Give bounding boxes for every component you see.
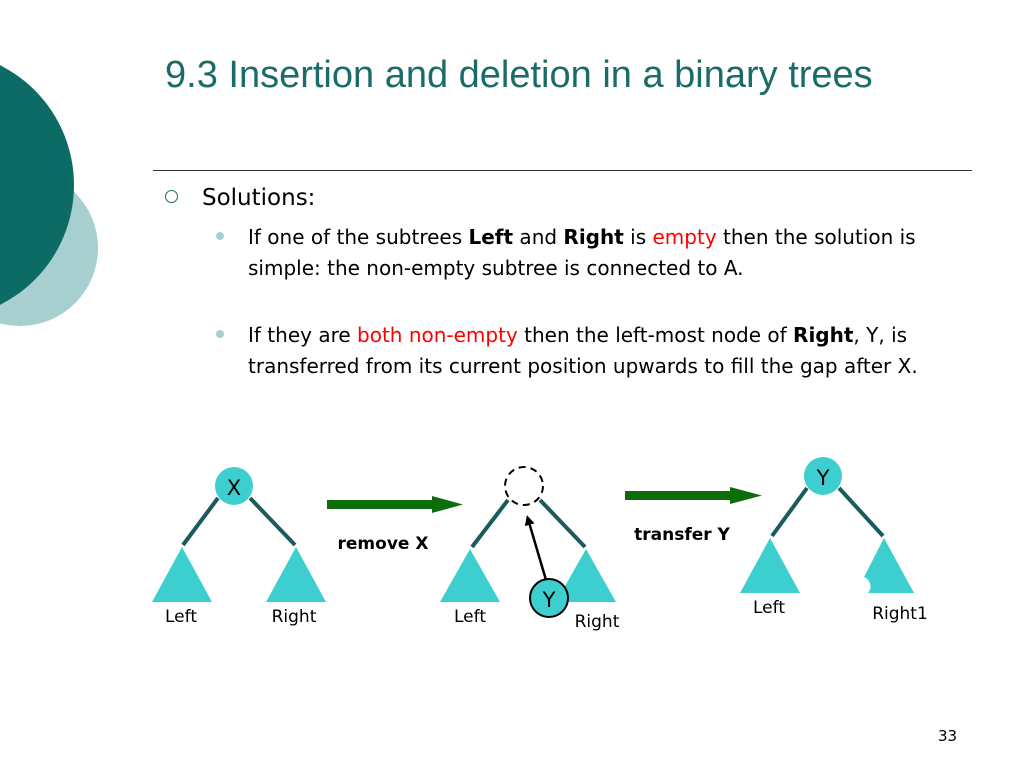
bullet-empty-subtree: If one of the subtrees Left and Right is… xyxy=(216,222,956,283)
bullet-level1-text: Solutions: xyxy=(202,185,316,211)
remove-x-label: remove X xyxy=(338,534,429,554)
bullet-both-nonempty: If they are both non-empty then the left… xyxy=(216,320,956,381)
tree-edge xyxy=(470,498,510,549)
red-empty: empty xyxy=(652,225,717,249)
decorative-circles xyxy=(0,65,98,326)
tree-edge xyxy=(181,496,220,547)
tree-during-transfer: Y Left Right xyxy=(440,466,620,632)
tree-edge xyxy=(837,486,885,538)
subtree-right-label: Right xyxy=(272,607,317,627)
bold-right: Right xyxy=(793,323,854,347)
subtree-left-label: Left xyxy=(454,607,486,627)
text-run: is xyxy=(623,225,653,249)
bold-left: Left xyxy=(468,225,514,249)
subtree-left-label: Left xyxy=(165,607,197,627)
arrow-head xyxy=(730,487,762,504)
node-y xyxy=(804,457,842,495)
decorative-circle-dark xyxy=(0,65,74,305)
transfer-y-label: transfer Y xyxy=(634,525,730,545)
text-run: then the left-most node of xyxy=(517,323,794,347)
node-x xyxy=(215,467,253,505)
subtree-right-triangle xyxy=(556,549,616,602)
remove-arrow: remove X xyxy=(327,496,463,554)
subtree-right-triangle xyxy=(266,547,326,602)
text-run: If they are xyxy=(248,323,358,347)
subtree-left-triangle xyxy=(740,538,800,593)
tree-edge xyxy=(248,496,297,547)
bullet-dot-icon xyxy=(216,232,224,240)
arrow-shaft xyxy=(625,491,731,500)
subtree-left-label: Left xyxy=(753,598,785,618)
text-run: , Y, is transferred from its current pos… xyxy=(248,323,918,378)
tree-after-transfer: Y Left Right1 xyxy=(740,457,928,624)
bold-right: Right xyxy=(563,225,624,249)
page-number: 33 xyxy=(938,727,958,745)
text-run: then the solution is simple: the non-emp… xyxy=(248,225,916,280)
red-both-nonempty: both non-empty xyxy=(357,323,518,347)
arrow-head xyxy=(432,496,463,513)
node-y-moving-label: Y xyxy=(542,588,556,612)
subtree-right1-label: Right1 xyxy=(872,604,928,624)
title-divider xyxy=(153,170,972,171)
node-y-label: Y xyxy=(816,466,830,490)
slide-title: 9.3 Insertion and deletion in a binary t… xyxy=(165,54,873,96)
text-run: If one of the subtrees xyxy=(248,225,469,249)
arrow-shaft xyxy=(327,500,433,509)
node-y-moving xyxy=(529,578,569,618)
node-x-label: X xyxy=(227,476,241,500)
subtree-right-label: Right xyxy=(575,612,620,632)
tree-edge xyxy=(770,486,809,538)
subtree-left-triangle xyxy=(152,547,212,602)
tree-before-removal: X Left Right xyxy=(152,467,326,627)
text-run: and xyxy=(513,225,564,249)
hollow-bullet-icon xyxy=(165,190,178,203)
subtree-left-triangle xyxy=(440,549,500,602)
bullet-both-nonempty-text: If they are both non-empty then the left… xyxy=(248,320,956,381)
bullet-dot-icon xyxy=(216,330,224,338)
transfer-up-arrow xyxy=(524,515,548,581)
tree-edge xyxy=(538,498,587,549)
transfer-arrow: transfer Y xyxy=(625,487,762,545)
empty-node-placeholder xyxy=(504,466,544,506)
bullet-empty-subtree-text: If one of the subtrees Left and Right is… xyxy=(248,222,956,283)
subtree-right1-shape xyxy=(864,538,914,593)
bullet-level1: Solutions: xyxy=(165,181,315,215)
